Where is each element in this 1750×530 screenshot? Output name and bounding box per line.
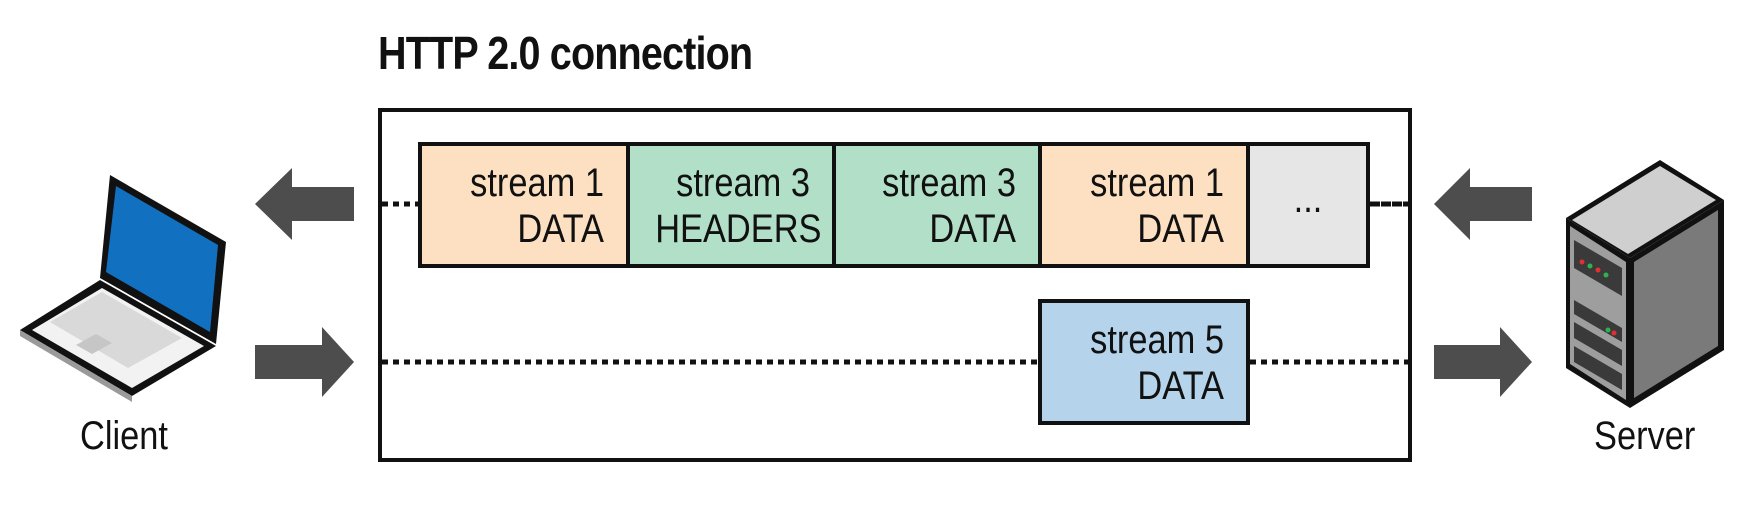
frame-ellipsis: ... [1293,177,1323,221]
diagram-title: HTTP 2.0 connection [378,27,753,79]
frame-stream1-data-2: stream 1 DATA [1038,142,1250,268]
frame-line2: HEADERS [655,207,822,251]
frame-line1: stream 1 [470,161,604,205]
arrow-left-client [255,168,354,240]
frame-line2: DATA [517,207,604,251]
frame-line1: stream 1 [1090,161,1224,205]
frame-more: ... [1246,142,1370,268]
arrow-right-server [1434,327,1532,397]
laptop-icon [20,175,226,402]
frame-stream3-data: stream 3 DATA [832,142,1042,268]
server-label: Server [1594,414,1696,458]
client-label: Client [80,414,168,458]
arrow-left-server [1434,168,1532,240]
server-icon [1566,160,1724,408]
frame-stream1-data: stream 1 DATA [418,142,630,268]
frame-stream5-data: stream 5 DATA [1038,299,1250,425]
arrow-right-client [255,327,354,397]
frame-line1: stream 3 [676,161,810,205]
frame-line2: DATA [929,207,1016,251]
frame-line1: stream 3 [882,161,1016,205]
frame-line2: DATA [1137,207,1224,251]
frame-line1: stream 5 [1090,318,1224,362]
frame-line2: DATA [1137,364,1224,408]
frame-stream3-headers: stream 3 HEADERS [626,142,836,268]
